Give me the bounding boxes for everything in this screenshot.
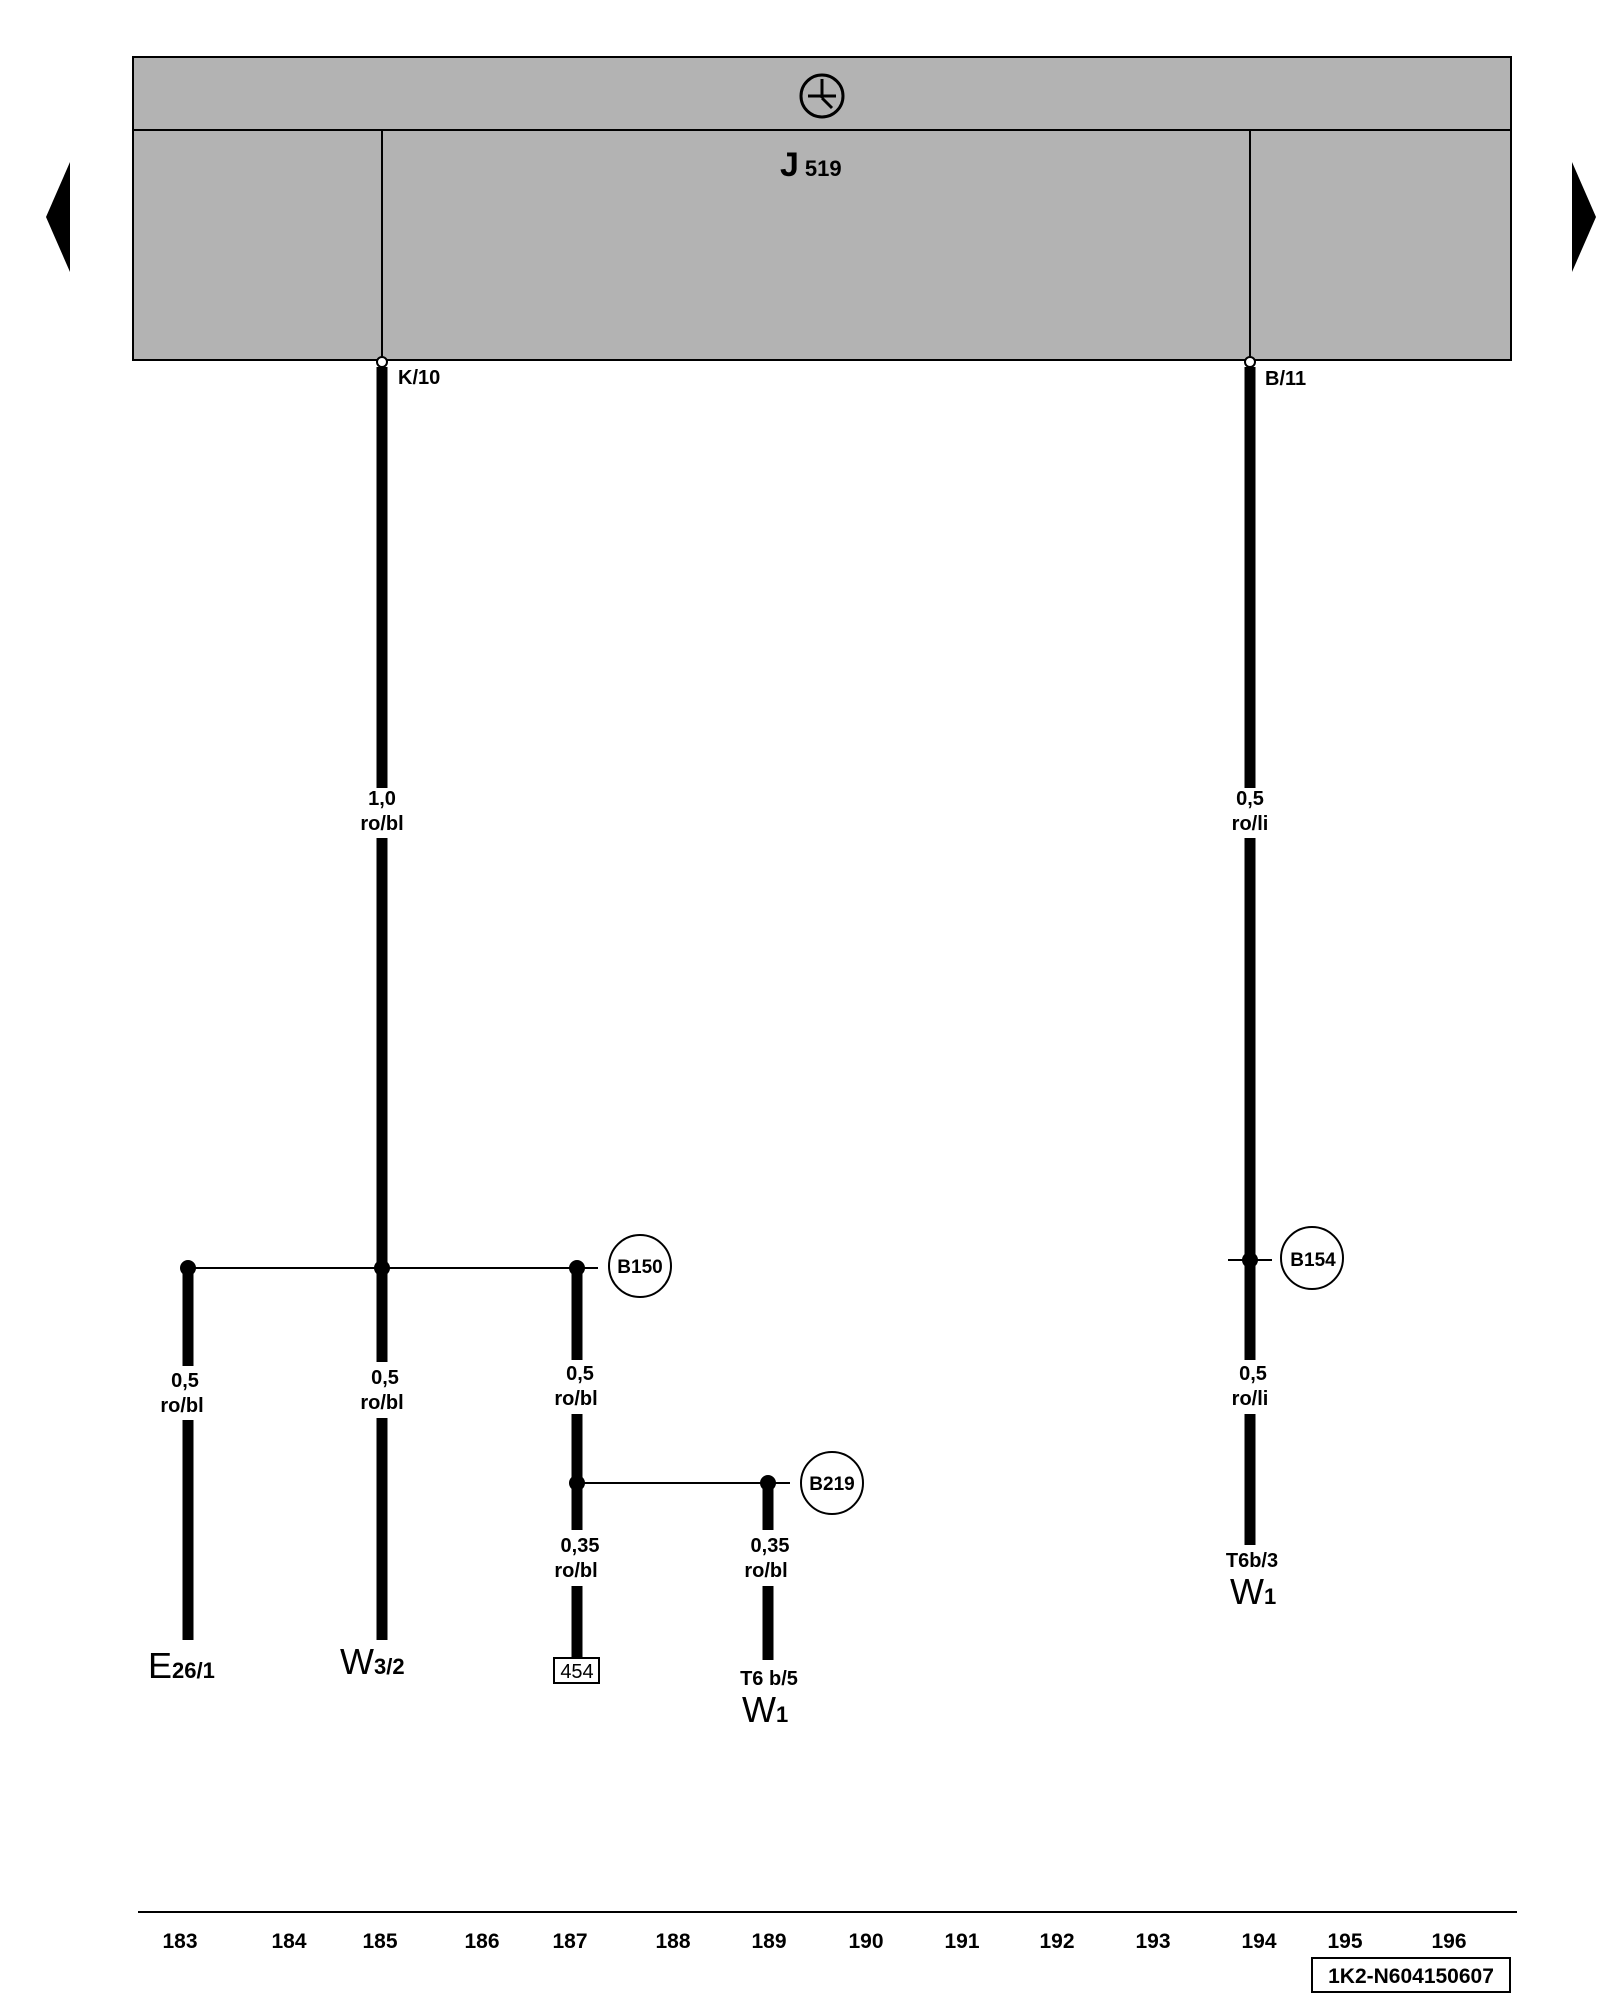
connection-b154-label: B154 [1290,1250,1336,1271]
component-e26-label: E26/1 [148,1645,215,1686]
current-track-number: 193 [1135,1930,1170,1953]
current-track-number: 184 [271,1930,306,1953]
module-name-letter: J [780,146,799,184]
component-w1-left-sub: 1 [776,1702,788,1727]
reference-454-box[interactable]: 454 [553,1657,600,1684]
component-w1-left-letter: W [742,1689,776,1730]
wire-main-right-size: 0,5 [1236,788,1264,810]
connection-b219-label: B219 [809,1474,854,1495]
diagram-id-box: 1K2-N604150607 [1311,1957,1511,1993]
reference-454-label: 454 [560,1661,593,1683]
current-track-number: 190 [848,1930,883,1953]
module-body [132,129,1512,361]
component-w3-sub: 3/2 [374,1654,405,1679]
component-w3-letter: W [340,1641,374,1682]
wire-main-right-color: ro/li [1232,813,1269,835]
diagram-id-label: 1K2-N604150607 [1328,1965,1494,1988]
component-w1-right-label: W1 [1230,1571,1276,1612]
wire-branch-187-size: 0,5 [566,1363,594,1385]
component-w1-right-sub: 1 [1264,1584,1276,1609]
clock-symbol-icon [799,73,845,119]
pin-k10-label: K/10 [398,367,440,389]
connection-b150[interactable]: B150 [608,1234,672,1298]
current-track-number: 196 [1431,1930,1466,1953]
pin-b11-label: B/11 [1265,368,1306,390]
pin-b11-terminal [1244,356,1256,368]
wire-main-left-color: ro/bl [360,813,403,835]
wire-branch-454-size: 0,35 [561,1535,600,1557]
wire-branch-w1-left-size: 0,35 [751,1535,790,1557]
wire-branch-e26-color: ro/bl [160,1395,203,1417]
connection-b219[interactable]: B219 [800,1451,864,1515]
current-track-number: 187 [552,1930,587,1953]
wire-branch-w3-size: 0,5 [371,1367,399,1389]
connection-b150-label: B150 [617,1257,662,1278]
wire-branch-w3-color: ro/bl [360,1392,403,1414]
pin-k10-terminal [376,356,388,368]
component-e26-sub: 26/1 [172,1658,215,1683]
wire-branch-e26-size: 0,5 [171,1370,199,1392]
wire-branch-187-color: ro/bl [554,1388,597,1410]
component-w1-right-connector: T6b/3 [1226,1550,1278,1572]
current-track-number: 192 [1039,1930,1074,1953]
current-track-number: 195 [1327,1930,1362,1953]
previous-page-arrow-icon[interactable] [46,162,70,272]
current-track-number: 194 [1241,1930,1276,1953]
component-w3-label: W3/2 [340,1641,405,1682]
wire-branch-w1-left-color: ro/bl [744,1560,787,1582]
connection-b154[interactable]: B154 [1280,1226,1344,1290]
current-track-number: 188 [655,1930,690,1953]
component-w1-left-label: W1 [742,1689,788,1730]
current-track-number: 191 [944,1930,979,1953]
module-name-number: 519 [805,156,842,181]
component-w1-right-letter: W [1230,1571,1264,1612]
current-track-numbers: 183 184 185 186 187 188 189 190 191 192 193 194 195 1… [162,1930,1466,1953]
current-track-number: 185 [362,1930,397,1953]
current-track-number: 183 [162,1930,197,1953]
wire-main-left-size: 1,0 [368,788,396,810]
wire-right-lower-size: 0,5 [1239,1363,1267,1385]
wire-branch-454-color: ro/bl [554,1560,597,1582]
component-w1-left-connector: T6 b/5 [740,1668,798,1690]
current-track-number: 186 [464,1930,499,1953]
next-page-arrow-icon[interactable] [1572,162,1596,272]
current-track-number: 189 [751,1930,786,1953]
wire-right-lower-color: ro/li [1232,1388,1269,1410]
component-e26-letter: E [148,1645,172,1686]
